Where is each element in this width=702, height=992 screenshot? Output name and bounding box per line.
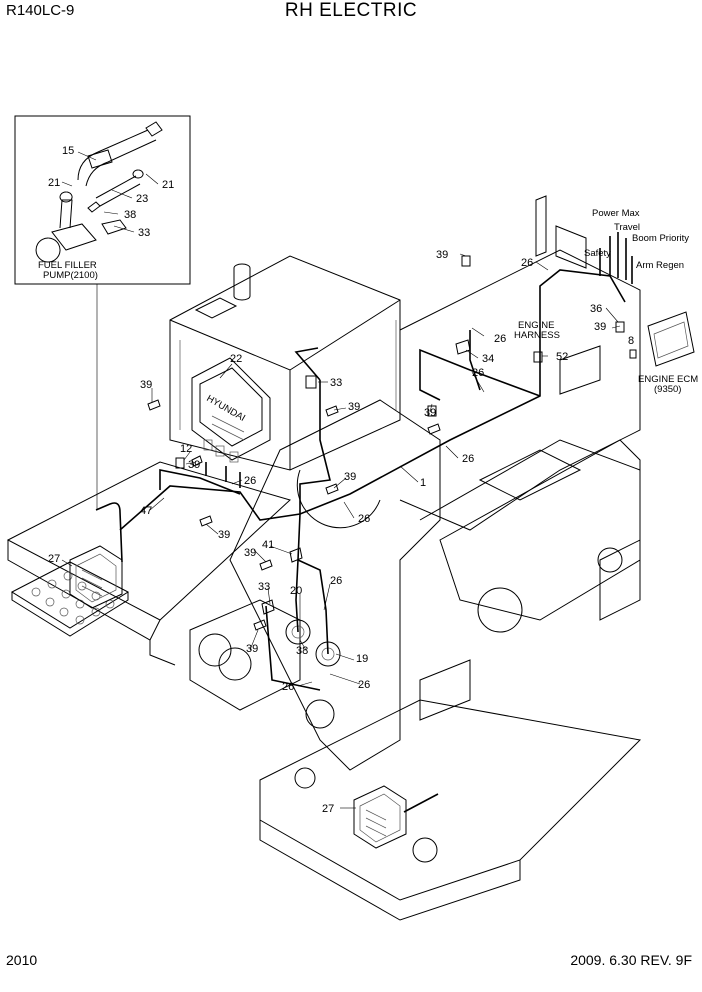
callout-ecm-ref: (9350) (654, 384, 681, 395)
label-26a: 26 (521, 257, 533, 269)
page-title: RH ELECTRIC (284, 0, 418, 21)
label-22: 22 (230, 353, 242, 365)
label-41: 41 (262, 539, 274, 551)
fuel-filler-inset: 15 21 21 23 38 33 FUEL FILLER PUMP(2100) (14, 115, 191, 510)
callout-engine-ecm: ENGINE ECM (638, 374, 698, 385)
label-39e: 39 (424, 407, 436, 419)
part-labels: 39 26 36 39 8 26 34 52 26 22 33 39 39 39… (48, 249, 634, 815)
label-33a: 33 (138, 227, 150, 239)
callout-safety: Safety (584, 248, 611, 259)
label-39j: 39 (246, 643, 258, 655)
label-39g: 39 (344, 471, 356, 483)
leader-lines (61, 253, 621, 809)
engine-ecm (647, 311, 695, 367)
inset-caption-1: FUEL FILLER (38, 260, 97, 271)
hardware (147, 255, 637, 631)
header: R140LC-9 RH ELECTRIC (0, 0, 702, 30)
label-38b: 38 (296, 645, 308, 657)
label-26f: 26 (358, 513, 370, 525)
label-27b: 27 (322, 803, 334, 815)
callout-travel: Travel (614, 222, 640, 233)
label-33c: 33 (258, 581, 270, 593)
label-26d: 26 (462, 453, 474, 465)
brand-label: HYUNDAI (205, 393, 248, 424)
label-39d: 39 (348, 401, 360, 413)
label-39b: 39 (594, 321, 606, 333)
label-47: 47 (140, 505, 152, 517)
label-21b: 21 (162, 179, 174, 191)
label-26h: 26 (282, 681, 294, 693)
label-15: 15 (62, 145, 74, 157)
label-39a: 39 (436, 249, 448, 261)
main-harness (95, 232, 633, 691)
label-39c: 39 (140, 379, 152, 391)
revision-date: 2009. 6.30 REV. 9F (570, 952, 692, 968)
label-39f: 39 (188, 459, 200, 471)
page-number: 2010 (6, 952, 38, 968)
label-52: 52 (556, 351, 568, 363)
label-36: 36 (590, 303, 602, 315)
label-19: 19 (356, 653, 368, 665)
callout-power-max: Power Max (592, 208, 640, 219)
callout-engine: ENGINE (518, 320, 554, 331)
work-lamp-right (353, 785, 439, 849)
label-1: 1 (420, 477, 426, 489)
callout-harness: HARNESS (514, 330, 560, 341)
label-27a: 27 (48, 553, 60, 565)
label-39i: 39 (244, 547, 256, 559)
label-39h: 39 (218, 529, 230, 541)
callout-arm-regen: Arm Regen (636, 260, 684, 271)
work-lamp-left (69, 545, 123, 609)
label-26c: 26 (472, 367, 484, 379)
label-21a: 21 (48, 177, 60, 189)
label-38a: 38 (124, 209, 136, 221)
text-callouts: ENGINE HARNESS ENGINE ECM (9350) Power M… (514, 208, 698, 395)
inset-caption-2: PUMP(2100) (43, 270, 98, 281)
callout-boom-priority: Boom Priority (632, 233, 689, 244)
label-26b: 26 (494, 333, 506, 345)
horn-assembly (285, 619, 341, 667)
label-26g: 26 (330, 575, 342, 587)
label-12: 12 (180, 443, 192, 455)
label-8: 8 (628, 335, 634, 347)
label-34: 34 (482, 353, 494, 365)
label-33b: 33 (330, 377, 342, 389)
model-number: R140LC-9 (6, 2, 75, 19)
label-26i: 26 (358, 679, 370, 691)
label-26e: 26 (244, 475, 256, 487)
label-23: 23 (136, 193, 148, 205)
label-20: 20 (290, 585, 302, 597)
